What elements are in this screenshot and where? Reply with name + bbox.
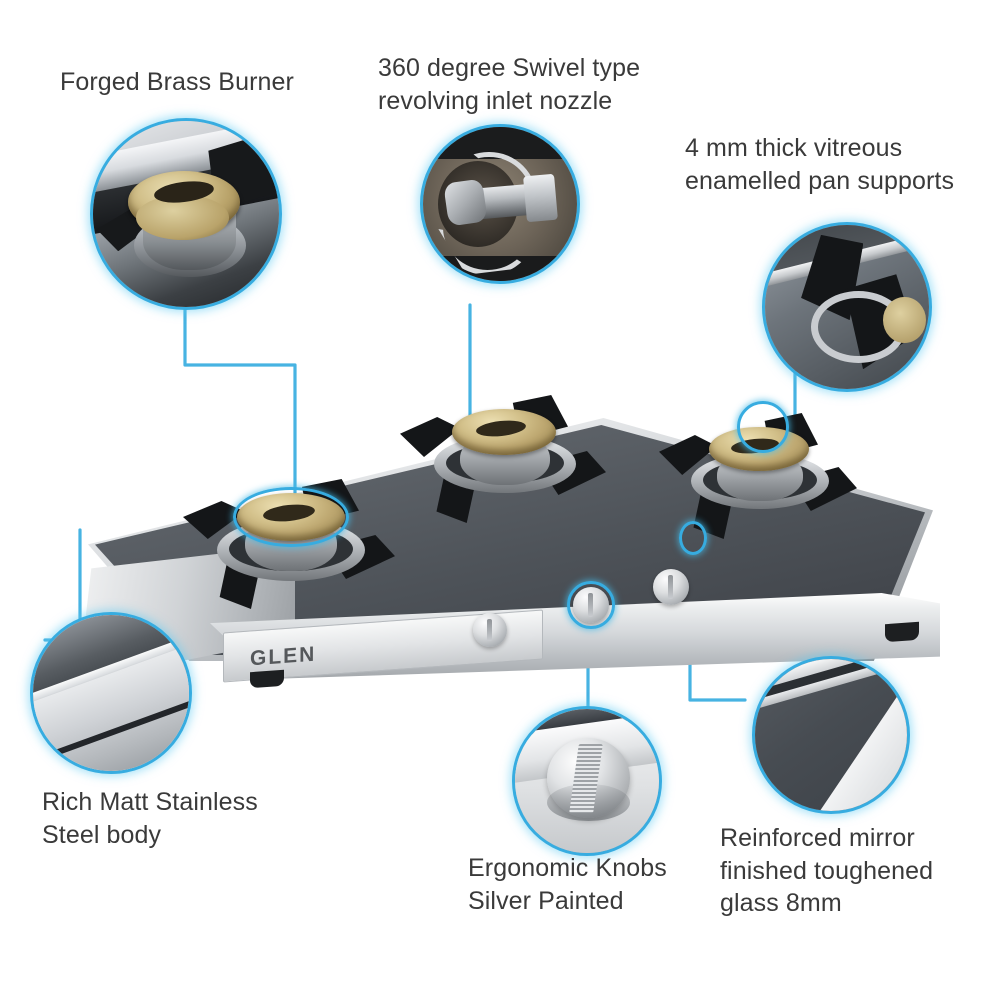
callout-label-ergonomic-knobs: Ergonomic Knobs Silver Painted xyxy=(468,854,667,915)
gas-stove-product: GLEN xyxy=(55,355,955,725)
hotspot-knob[interactable] xyxy=(567,581,615,629)
stove-foot xyxy=(250,669,284,689)
brand-logo: GLEN xyxy=(250,642,317,671)
control-knob-left[interactable] xyxy=(473,613,507,647)
inset-brass-burner[interactable] xyxy=(90,118,282,310)
callout-label-swivel-nozzle: 360 degree Swivel type revolving inlet n… xyxy=(378,54,641,115)
inset-stainless-body[interactable] xyxy=(30,612,192,774)
callout-label-forged-brass-burner: Forged Brass Burner xyxy=(60,68,294,96)
inset-toughened-glass[interactable] xyxy=(752,656,910,814)
inset-swivel-nozzle[interactable] xyxy=(420,124,580,284)
hotspot-pan-support[interactable] xyxy=(737,401,789,453)
callout-label-toughened-glass: Reinforced mirror finished toughened gla… xyxy=(720,824,934,917)
burner-center xyxy=(390,393,620,528)
hotspot-brass-burner[interactable] xyxy=(233,487,349,547)
inset-knob[interactable] xyxy=(512,706,662,856)
control-knob-right[interactable] xyxy=(653,569,689,605)
callout-label-pan-supports: 4 mm thick vitreous enamelled pan suppor… xyxy=(685,134,955,195)
hotspot-glass-edge[interactable] xyxy=(679,521,707,555)
stove-foot xyxy=(885,621,919,643)
burner-right xyxy=(645,401,875,548)
connector-forged-brass-burner xyxy=(183,298,297,562)
inset-pan-support[interactable] xyxy=(762,222,932,392)
callout-label-stainless-body: Rich Matt Stainless Steel body xyxy=(42,788,258,849)
burner-left xyxy=(175,475,405,610)
